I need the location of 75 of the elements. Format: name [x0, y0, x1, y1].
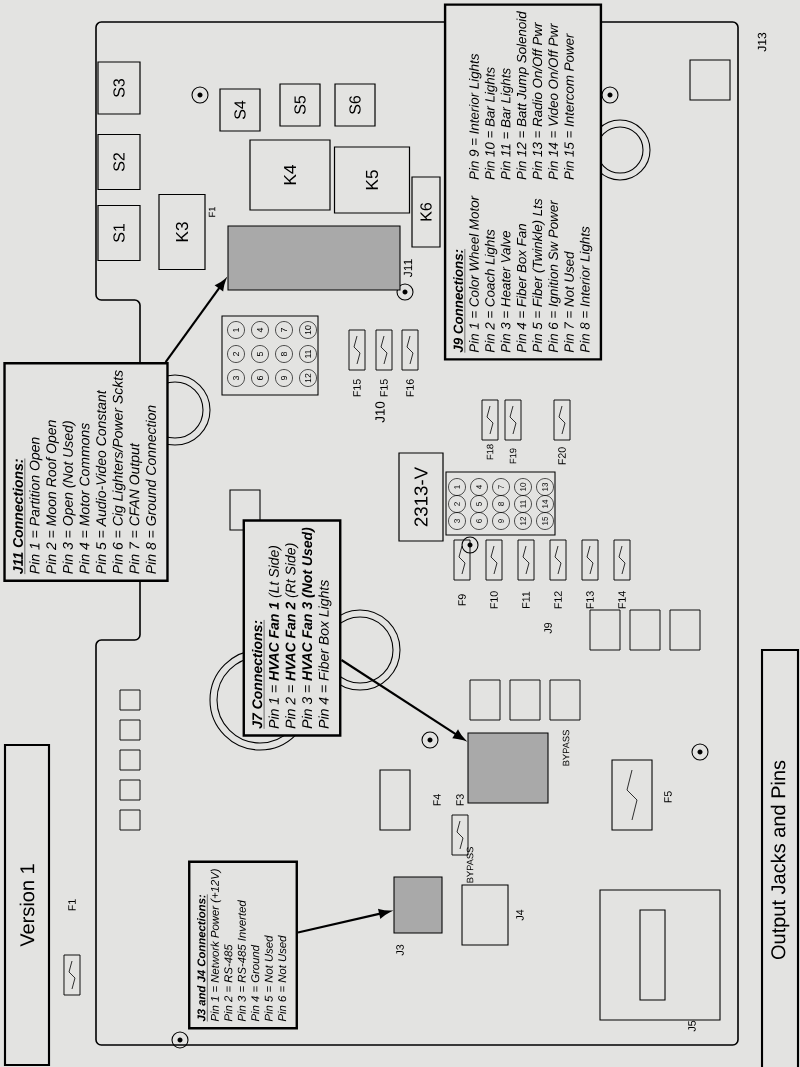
component-label: F14	[618, 591, 626, 609]
pin-number: 10	[299, 321, 317, 339]
pin-number: 2	[448, 495, 466, 513]
pin-number: 4	[251, 321, 269, 339]
component-label: F13	[586, 591, 594, 609]
component-label: F15	[380, 379, 388, 397]
component-label: F4	[433, 794, 441, 806]
arrow	[340, 659, 465, 741]
component-label: F11	[522, 591, 530, 608]
component-label: BYPASS	[466, 847, 474, 883]
pin-number: 1	[448, 478, 466, 496]
pin-number: 6	[251, 369, 269, 387]
title-box: Version 1	[3, 743, 51, 1067]
component-label: F10	[490, 591, 498, 609]
component-label: F1	[208, 207, 216, 217]
component-label: F20	[558, 447, 566, 465]
pin-number: 12	[514, 512, 532, 530]
pin-number: 3	[227, 369, 245, 387]
pin-number: 6	[470, 512, 488, 530]
arrow	[297, 909, 391, 934]
component-label: F19	[509, 448, 517, 464]
pin-number: 11	[514, 495, 532, 513]
pin-number: 14	[536, 495, 554, 513]
relay-box: K4	[249, 139, 331, 211]
callout-box: J11 Connections: Pin 1 = Partition Open Pin 2 = Moon Roof Open Pin 3 = Open (Not Used) Pin 4 = Motor Commons Pin 5 = Audio-Video Constant Pin 6 = Cig Lighters/Power Sckts Pin 7 = CFAN Output Pin 8 = Ground Connection	[3, 362, 169, 582]
component-label: J4	[516, 909, 524, 921]
component-label: J3	[396, 944, 404, 956]
pin-number: 4	[470, 478, 488, 496]
component-label: F16	[406, 379, 414, 397]
component-label: J5	[688, 1020, 696, 1032]
pin-number: 10	[514, 478, 532, 496]
component-label: F12	[554, 591, 562, 609]
chip-box: 2313-V	[398, 452, 444, 542]
pin-number: 9	[492, 512, 510, 530]
callout-box: J9 Connections: Pin 1 = Color Wheel Motor Pin 9 = Interior Lights Pin 2 = Coach Lights Pin 10 = Bar Lights Pin 3 = Heater Valve Pin 11 = Bar Lights Pin 4 = Fiber Box Fan Pin 12 = Batt Jump Solenoid Pin 5 = Fiber (Twinkle) Lts Pin 13 = Radio On/Off Pwr Pin 6 = Ignition Sw Power Pin 14 = Video On/Off Pwr Pin 7 = Not Used Pin 15 = Intercom Power Pin 8 = Interior Lights	[443, 3, 603, 361]
callout-box: J3 and J4 Connections: Pin 1 = Network Power (+12V) Pin 2 = RS-485 Pin 3 = RS-485 Inverted Pin 4 = Ground Pin 5 = Not Used Pin 6 = Not Used	[188, 860, 298, 1030]
component-label: F1	[68, 899, 76, 911]
component-label: F15	[353, 379, 361, 397]
component-label: F5	[664, 791, 672, 803]
relay-box: K3	[158, 193, 206, 271]
component-label: J10	[375, 401, 385, 423]
pin-number: 5	[470, 495, 488, 513]
pin-number: 11	[299, 345, 317, 363]
component-label: F18	[486, 444, 494, 460]
component-label: J9	[544, 622, 552, 634]
switch-box: S5	[279, 83, 321, 127]
switch-box: S3	[97, 61, 141, 115]
pin-number: 12	[299, 369, 317, 387]
switch-box: S6	[334, 83, 376, 127]
connector-block	[227, 225, 401, 291]
switch-box: S1	[97, 204, 141, 262]
pin-number: 9	[275, 369, 293, 387]
pin-number: 8	[492, 495, 510, 513]
component-label: J11	[403, 259, 413, 278]
pin-number: 3	[448, 512, 466, 530]
component-label: F9	[458, 594, 466, 606]
pin-number: 13	[536, 478, 554, 496]
switch-box: S2	[97, 133, 141, 191]
connector-block	[393, 876, 443, 934]
pin-number: 15	[536, 512, 554, 530]
relay-box: K5	[333, 146, 411, 214]
component-label: BYPASS	[562, 730, 570, 766]
pin-number: 8	[275, 345, 293, 363]
pin-number: 2	[227, 345, 245, 363]
connector-block	[467, 732, 549, 804]
pin-number: 7	[492, 478, 510, 496]
relay-box: K6	[411, 176, 441, 248]
pin-number: 1	[227, 321, 245, 339]
pin-number: 5	[251, 345, 269, 363]
pin-number: 7	[275, 321, 293, 339]
component-label: F3	[456, 794, 464, 806]
arrow	[164, 279, 226, 363]
title-box: Output Jacks and Pins	[760, 648, 800, 1067]
component-label: J13	[757, 32, 767, 52]
switch-box: S4	[219, 88, 261, 132]
